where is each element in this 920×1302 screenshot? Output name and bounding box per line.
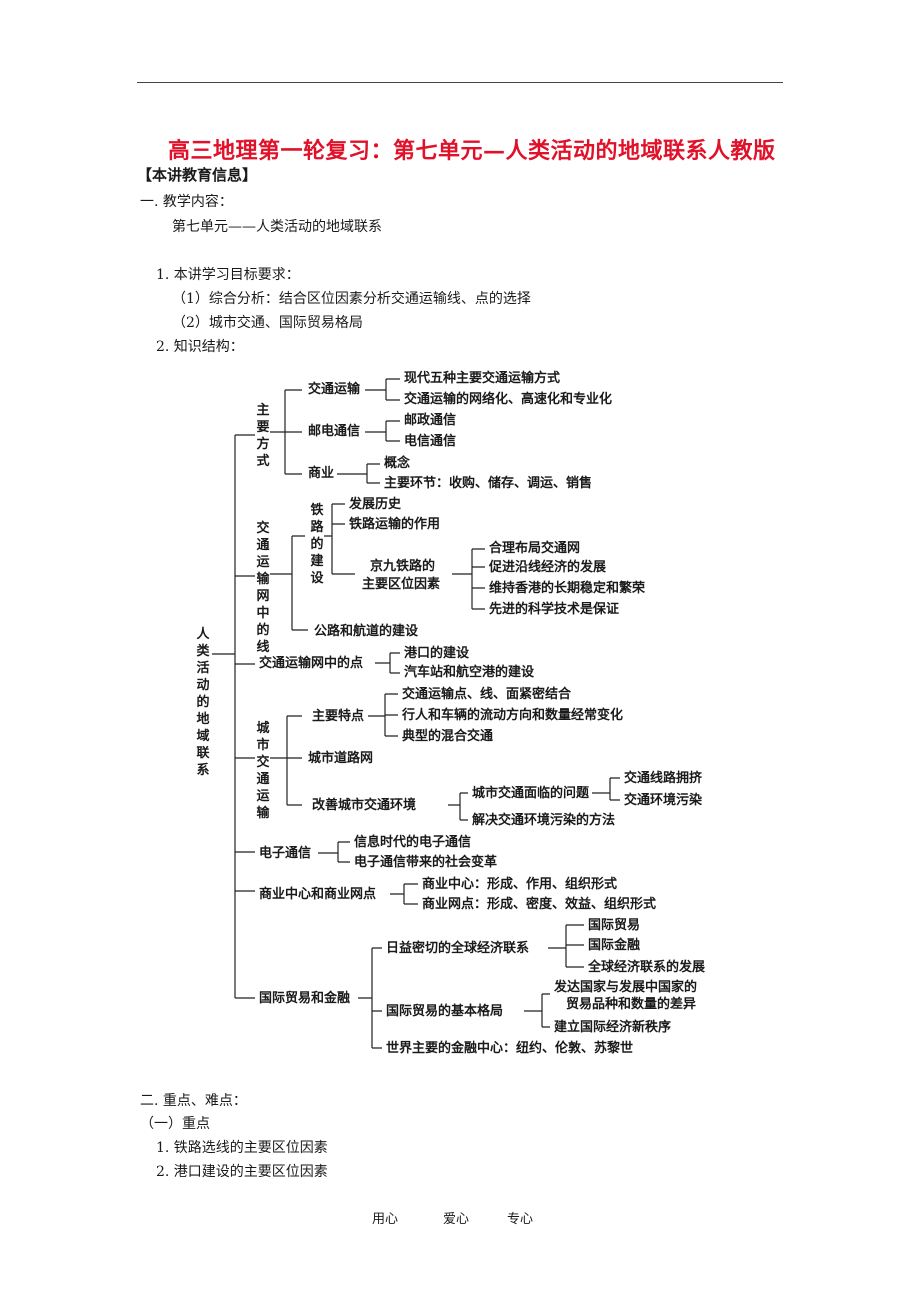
node-rail-role: 铁路运输的作用 xyxy=(349,517,441,532)
node-transport: 交通运输 xyxy=(308,382,361,397)
node-financial-centers: 世界主要的金融中心：纽约、伦敦、苏黎世 xyxy=(386,1041,634,1056)
key-point-2: 2. 港口建设的主要区位因素 xyxy=(156,1164,328,1180)
node-post: 邮电通信 xyxy=(308,424,361,439)
node-transport-modes: 现代五种主要交通运输方式 xyxy=(404,371,561,386)
node-jj-technology: 先进的科学技术是保证 xyxy=(489,602,620,617)
goal-1: （1）综合分析：结合区位因素分析交通运输线、点的选择 xyxy=(172,291,531,307)
footer-text-3: 专心 xyxy=(507,1212,534,1227)
part1-heading: 一. 教学内容： xyxy=(140,194,233,210)
node-feature-a: 交通运输点、线、面紧密结合 xyxy=(402,687,572,702)
goals-heading: 1. 本讲学习目标要求： xyxy=(156,267,300,283)
node-main-modes: 主要方式 xyxy=(256,403,270,469)
node-jj-layout: 合理布局交通网 xyxy=(489,541,581,556)
node-commerce: 商业 xyxy=(308,466,335,481)
node-pollution: 交通环境污染 xyxy=(624,793,703,808)
node-urban-roads: 城市道路网 xyxy=(308,751,374,766)
section-info-heading: 【本讲教育信息】 xyxy=(137,166,258,184)
node-stations-airports: 汽车站和航空港的建设 xyxy=(404,665,535,680)
node-jingjiu-1: 京九铁路的 xyxy=(370,559,436,574)
part2-sub: （一）重点 xyxy=(140,1116,210,1132)
node-global-development: 全球经济联系的发展 xyxy=(588,960,706,975)
footer-text-2: 爱心 xyxy=(443,1212,470,1227)
node-trade-finance: 国际贸易和金融 xyxy=(259,991,351,1006)
footer-text-1: 用心 xyxy=(372,1212,399,1227)
knowledge-structure-diagram: 人类活动的地域联系 主要方式 交通运输 现代五种主要交通运输方式 交通运输的网络… xyxy=(190,368,750,1060)
root-node: 人类活动的地域联系 xyxy=(196,627,210,778)
node-roads-waterways: 公路和航道的建设 xyxy=(314,624,419,639)
node-electronic: 电子通信 xyxy=(259,846,312,861)
node-network-points: 交通运输网中的点 xyxy=(259,656,364,671)
node-elec-info-age: 信息时代的电子通信 xyxy=(354,835,472,850)
node-railway: 铁路的建设 xyxy=(310,503,324,586)
node-features: 主要特点 xyxy=(312,709,365,724)
node-elec-change: 电子通信带来的社会变革 xyxy=(354,855,498,870)
node-ports: 港口的建设 xyxy=(404,646,470,661)
node-jingjiu-2: 主要区位因素 xyxy=(362,577,441,592)
node-center-b: 商业网点：形成、密度、效益、组织形式 xyxy=(422,897,657,912)
node-global-links: 日益密切的全球经济联系 xyxy=(386,941,530,956)
node-network-lines: 交通运输网中的线 xyxy=(256,521,270,655)
node-jj-economy: 促进沿线经济的发展 xyxy=(489,560,607,575)
node-jj-hongkong: 维持香港的长期稳定和繁荣 xyxy=(489,581,646,596)
node-feature-c: 典型的混合交通 xyxy=(402,729,494,744)
node-feature-b: 行人和车辆的流动方向和数量经常变化 xyxy=(402,708,624,723)
node-solution: 解决交通环境污染的方法 xyxy=(472,813,616,828)
part2-heading: 二. 重点、难点： xyxy=(140,1093,247,1109)
node-problems: 城市交通面临的问题 xyxy=(472,786,590,801)
node-rail-history: 发展历史 xyxy=(349,497,402,512)
node-urban-transport: 城市交通运输 xyxy=(256,721,270,821)
node-intl-trade: 国际贸易 xyxy=(588,918,641,933)
header-rule xyxy=(137,82,783,83)
node-improve: 改善城市交通环境 xyxy=(312,798,417,813)
node-pattern-a1: 发达国家与发展中国家的 xyxy=(554,980,698,995)
node-telecom: 电信通信 xyxy=(404,434,457,449)
diagram-connectors xyxy=(212,378,620,1049)
node-postal: 邮政通信 xyxy=(404,413,457,428)
node-commerce-steps: 主要环节：收购、储存、调运、销售 xyxy=(384,476,593,491)
node-transport-networking: 交通运输的网络化、高速化和专业化 xyxy=(404,392,613,407)
node-trade-pattern: 国际贸易的基本格局 xyxy=(386,1004,504,1019)
node-congestion: 交通线路拥挤 xyxy=(624,771,703,786)
node-commerce-concept: 概念 xyxy=(384,456,411,471)
node-intl-finance: 国际金融 xyxy=(588,938,641,953)
node-pattern-a2: 贸易品种和数量的差异 xyxy=(566,997,697,1012)
node-new-order: 建立国际经济新秩序 xyxy=(554,1020,672,1035)
structure-heading: 2. 知识结构： xyxy=(156,339,244,355)
node-commercial-centers: 商业中心和商业网点 xyxy=(259,887,377,902)
page-title: 高三地理第一轮复习：第七单元—人类活动的地域联系人教版 xyxy=(168,138,776,164)
goal-2: （2）城市交通、国际贸易格局 xyxy=(172,315,363,331)
node-center-a: 商业中心：形成、作用、组织形式 xyxy=(422,877,618,892)
key-point-1: 1. 铁路选线的主要区位因素 xyxy=(156,1140,328,1156)
part1-content: 第七单元——人类活动的地域联系 xyxy=(172,219,382,235)
